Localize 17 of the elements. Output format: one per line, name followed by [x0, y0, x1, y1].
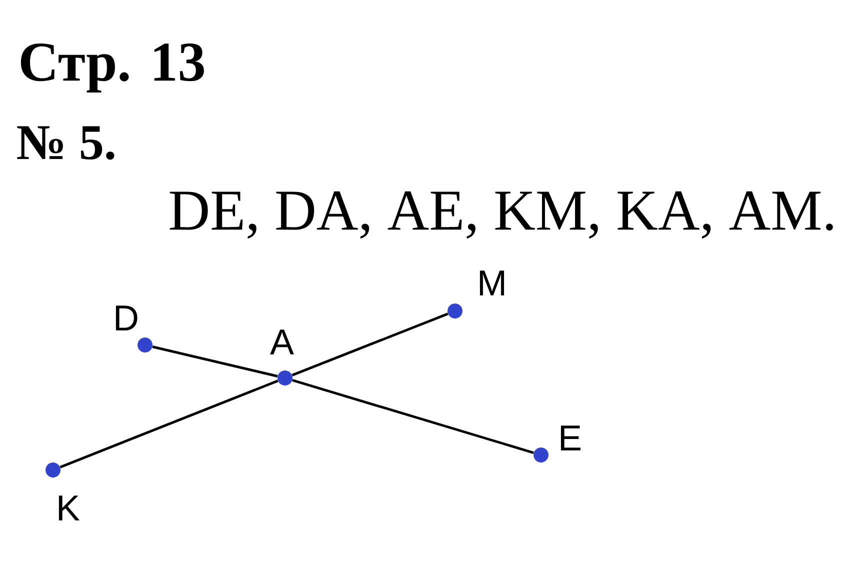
segment: [60, 380, 278, 468]
point-label: D: [116, 306, 138, 330]
segment: [152, 346, 278, 378]
point: [448, 304, 462, 318]
segment: [292, 312, 448, 376]
segment: [292, 379, 534, 454]
point-label: K: [58, 496, 80, 520]
point: [278, 370, 292, 386]
point-label: M: [480, 270, 504, 296]
page-title: Стр. 13: [20, 44, 204, 92]
point: [46, 462, 60, 478]
point: [534, 448, 548, 462]
answer-text: DE, DA, AE, KM, KA, AM.: [170, 191, 833, 239]
point: [138, 338, 152, 352]
exercise-number: № 5.: [17, 126, 114, 160]
point-label: E: [560, 426, 580, 450]
point-label: A: [270, 330, 294, 354]
